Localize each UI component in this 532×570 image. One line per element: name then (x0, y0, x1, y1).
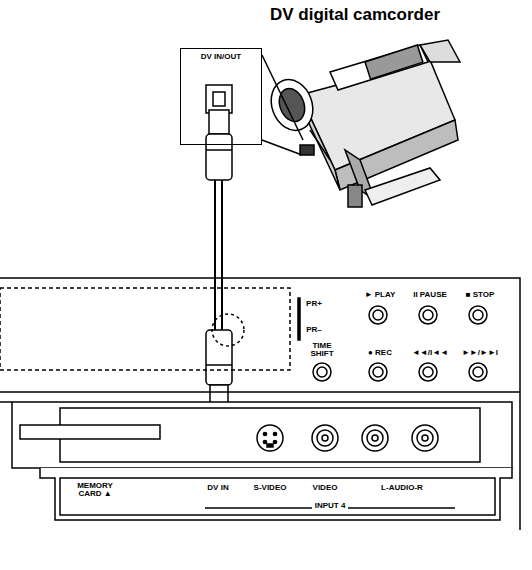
drawing-rect (206, 330, 232, 385)
drawing-circle (317, 367, 327, 377)
panel-label: PR+ (306, 300, 322, 308)
drawing-circle (367, 430, 383, 446)
drawing-line (262, 140, 302, 155)
drawing-g (313, 306, 487, 381)
drawing-circle (257, 425, 283, 451)
drawing-line (214, 180, 216, 330)
panel-label: MEMORY CARD ▲ (65, 482, 125, 499)
drawing-circle (313, 363, 331, 381)
drawing-path (40, 468, 512, 520)
drawing-line (0, 401, 12, 403)
panel-label: TIME SHIFT (305, 342, 339, 359)
drawing-circle (362, 425, 388, 451)
drawing-circle (412, 425, 438, 451)
drawing-circle (263, 432, 266, 435)
port-callout-box: DV IN/OUT (180, 48, 262, 145)
drawing-polygon (330, 45, 428, 90)
panel-label: II PAUSE (413, 291, 447, 299)
drawing-line (262, 55, 303, 140)
drawing-circle (473, 367, 483, 377)
drawing-circle (263, 440, 266, 443)
drawing-circle (317, 430, 333, 446)
drawing-circle (469, 363, 487, 381)
drawing-circle (419, 306, 437, 324)
drawing-line (206, 364, 232, 366)
drawing-circle (372, 435, 378, 441)
panel-label: VIDEO (313, 484, 338, 492)
drawing-rect (0, 288, 290, 370)
drawing-rect (300, 145, 314, 155)
drawing-polygon (365, 168, 440, 205)
drawing-line (0, 391, 520, 393)
drawing-circle (373, 367, 383, 377)
drawing-circle (369, 363, 387, 381)
drawing-circle (373, 310, 383, 320)
drawing-circle (212, 314, 244, 346)
figure-title: DV digital camcorder (270, 6, 440, 24)
drawing-rect (213, 92, 225, 106)
drawing-circle (473, 310, 483, 320)
drawing-circle (417, 430, 433, 446)
panel-label: ►►/►►I (462, 349, 498, 357)
camcorder (264, 40, 460, 207)
drawing-ellipse (264, 74, 319, 137)
panel-label: S-VIDEO (254, 484, 287, 492)
drawing-rect (365, 45, 423, 79)
drawing-circle (419, 363, 437, 381)
drawing-circle (273, 432, 276, 435)
drawing-circle (469, 306, 487, 324)
drawing-rect (206, 85, 232, 113)
drawing-circle (273, 440, 276, 443)
panel-label: ◄◄/I◄◄ (412, 349, 448, 357)
panel-label: ■ STOP (466, 291, 495, 299)
drawing-g (312, 425, 438, 451)
drawing-rect (20, 425, 160, 439)
port-label: DV IN/OUT (196, 53, 246, 61)
panel-label: ● REC (368, 349, 392, 357)
drawing-rect (267, 444, 273, 447)
drawing-rect (209, 110, 229, 134)
drawing-circle (322, 435, 328, 441)
drawing-circle (369, 306, 387, 324)
drawing-circle (312, 425, 338, 451)
panel-label: DV IN (207, 484, 228, 492)
panel-label: INPUT 4 (312, 502, 349, 510)
drawing-rect (60, 478, 495, 515)
drawing-rect (206, 134, 232, 180)
panel-label: L-AUDIO-R (381, 484, 423, 492)
drawing-path (0, 278, 520, 530)
panel-label: PR– (306, 326, 322, 334)
drawing-rect (12, 402, 512, 468)
drawing-circle (423, 310, 433, 320)
drawing-line (221, 180, 223, 330)
drawing-line (206, 149, 232, 151)
drawing-rect (298, 298, 300, 340)
drawing-polygon (420, 40, 460, 62)
drawing-circle (422, 435, 428, 441)
drawing-circle (423, 367, 433, 377)
drawing-rect (348, 185, 362, 207)
panel-label: ► PLAY (365, 291, 396, 299)
